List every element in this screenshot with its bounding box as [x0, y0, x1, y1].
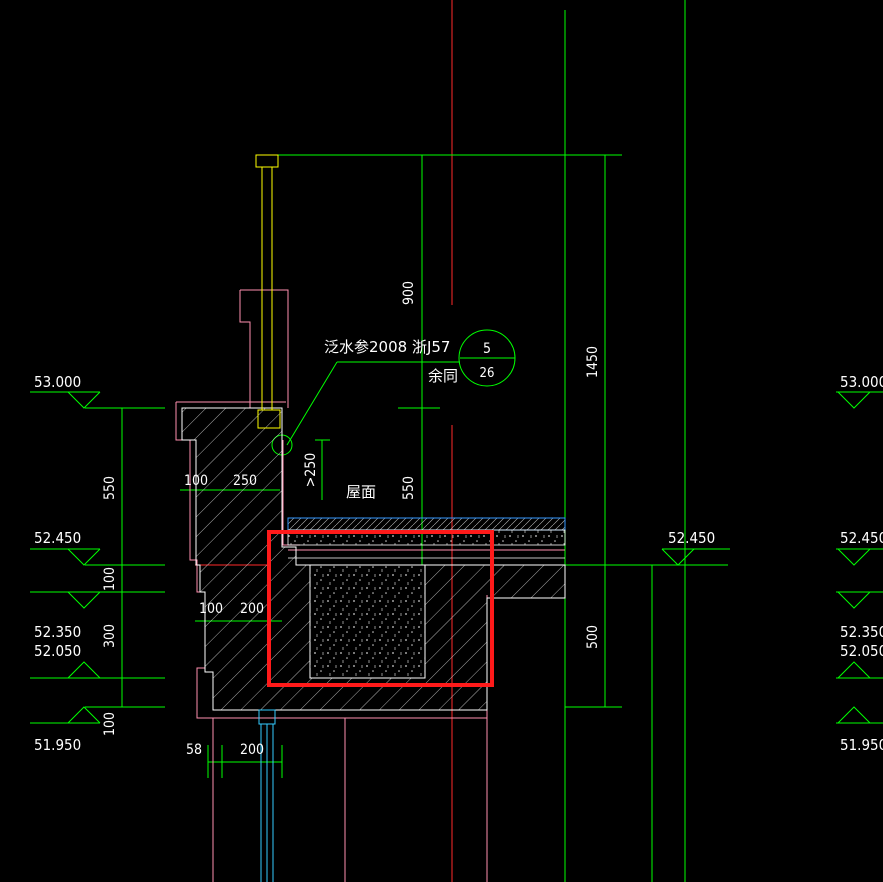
elev-52450-mid: 52.450	[668, 529, 715, 547]
highlight-box	[267, 530, 494, 687]
parapet-concrete	[181, 407, 566, 711]
dim-100-lower: 100	[102, 712, 118, 736]
elev-52050-right: 52.050	[840, 642, 883, 660]
window-frame	[258, 709, 276, 882]
elev-marker-52050-right	[836, 661, 883, 679]
dimension-lines	[30, 0, 883, 882]
elev-marker-51950	[30, 706, 101, 724]
leader-line	[286, 361, 338, 446]
dim-550-left: 550	[102, 476, 118, 500]
railing-base-plate	[257, 409, 281, 429]
roof-label: 屋面	[346, 483, 376, 501]
dim-100-elev: 100	[102, 567, 118, 591]
dim-250-min-label: >250	[303, 453, 319, 488]
dim-100-top: 100	[184, 473, 208, 489]
insulation-fill	[310, 565, 425, 678]
elev-marker-51950-right	[836, 706, 883, 724]
dim-200-wall: 200	[240, 601, 264, 617]
elev-marker-52450	[30, 548, 101, 566]
dim-300-elev: 300	[102, 624, 118, 648]
window-head	[258, 709, 276, 725]
elev-marker-52350	[30, 591, 101, 609]
roof-layers	[287, 517, 566, 559]
dim-550-mid: 550	[401, 476, 417, 500]
elev-marker-53000-right	[836, 391, 883, 409]
parapet-outline	[239, 289, 289, 408]
railing-top-cap	[255, 154, 279, 168]
elev-52050: 52.050	[34, 642, 81, 660]
elevation-labels: 53.000 52.450 52.350 52.050 51.950 52.45…	[34, 373, 883, 754]
elev-53000-right: 53.000	[840, 373, 883, 391]
roof-finish-layer	[287, 517, 566, 531]
flashing-note: 泛水参2008 浙J57	[324, 338, 450, 356]
same-note: 余同	[428, 367, 458, 385]
sheet-number: 26	[480, 366, 495, 381]
elev-52350-right: 52.350	[840, 623, 883, 641]
wall-outlines	[175, 289, 565, 882]
dim-1450: 1450	[585, 346, 601, 378]
annotations: 泛水参2008 浙J57 余同 屋面 5 26	[324, 338, 494, 501]
dim-58: 58	[186, 742, 202, 758]
elev-marker-52450-right	[836, 548, 883, 566]
elev-marker-52450-mid	[661, 548, 730, 566]
detail-number: 5	[483, 341, 491, 357]
elev-51950: 51.950	[34, 736, 81, 754]
dim-100-wall: 100	[199, 601, 223, 617]
dim-200-window: 200	[240, 742, 264, 758]
elev-51950-right: 51.950	[840, 736, 883, 754]
elev-52450-right: 52.450	[840, 529, 883, 547]
elev-52450: 52.450	[34, 529, 81, 547]
elev-marker-52050	[30, 661, 101, 679]
elev-marker-53000	[30, 391, 101, 409]
dim-250: 250	[233, 473, 257, 489]
dim-500: 500	[585, 625, 601, 649]
elev-52350: 52.350	[34, 623, 81, 641]
dimension-labels: 900 1450 550 550 100 250 >250 100 300 10…	[102, 281, 601, 758]
concrete-sections	[181, 407, 566, 711]
railing	[255, 154, 281, 429]
elev-53000: 53.000	[34, 373, 81, 391]
dim-900: 900	[401, 281, 417, 305]
elev-marker-52350-right	[836, 591, 883, 609]
